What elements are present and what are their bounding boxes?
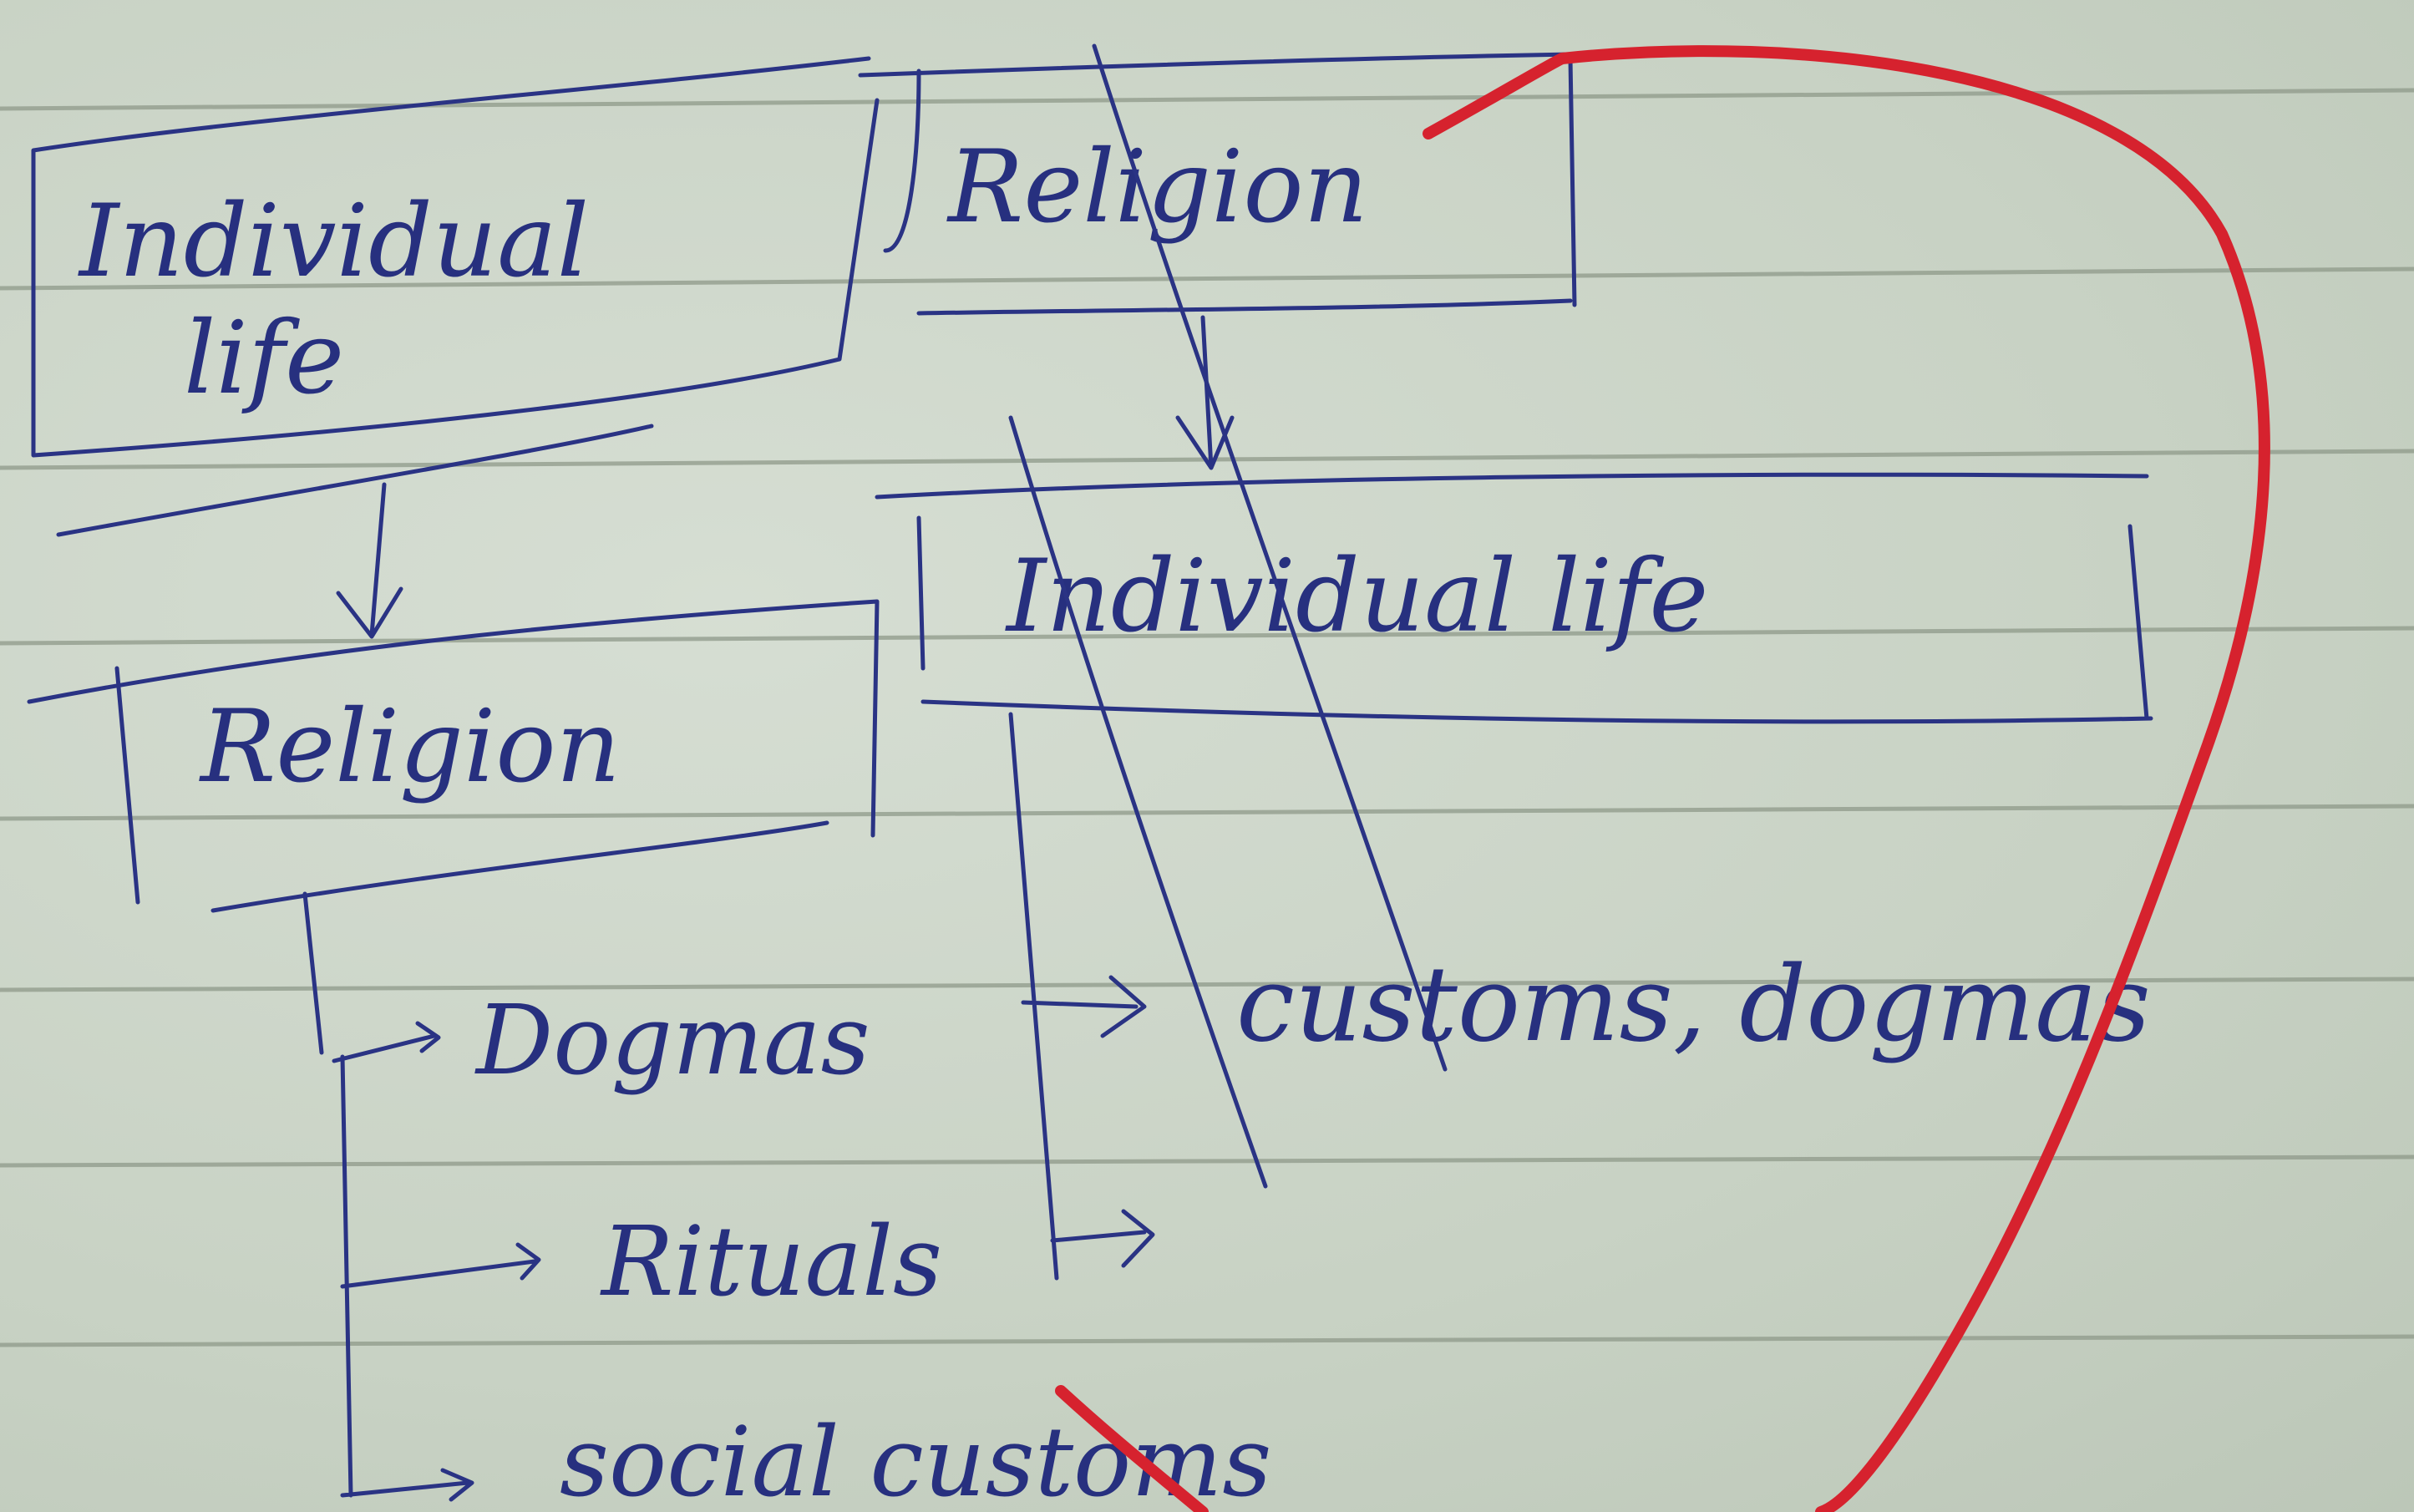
left-bottom-box-label: Religion — [199, 689, 621, 805]
left-top-box — [31, 56, 880, 537]
right-bottom-box — [875, 472, 2153, 724]
left-bottom-box — [27, 599, 880, 913]
right-top-box — [858, 52, 1577, 316]
left-down-arrow — [336, 482, 403, 639]
red-highlight-loop — [1055, 45, 2270, 1512]
right-diagram: Religion Individual life customs, dogmas — [858, 43, 2153, 1281]
branch-rituals: Rituals — [600, 1206, 942, 1318]
right-branch-text: customs, dogmas — [1236, 944, 2151, 1065]
cross-out-lines — [1008, 43, 1448, 1189]
right-branch-lines — [1008, 712, 1155, 1281]
right-down-arrow — [1175, 315, 1235, 470]
left-diagram: Individual life Religion Dogmas Rituals … — [27, 56, 1271, 1512]
left-top-box-label-2: life — [184, 301, 344, 417]
branch-dogmas: Dogmas — [474, 985, 870, 1097]
branch-social-customs: social customs — [560, 1407, 1271, 1512]
right-top-box-label: Religion — [946, 129, 1368, 246]
left-branch-lines — [302, 891, 541, 1502]
right-bottom-box-label: Individual life — [1005, 539, 1708, 655]
left-top-box-label: Individual — [78, 184, 589, 300]
